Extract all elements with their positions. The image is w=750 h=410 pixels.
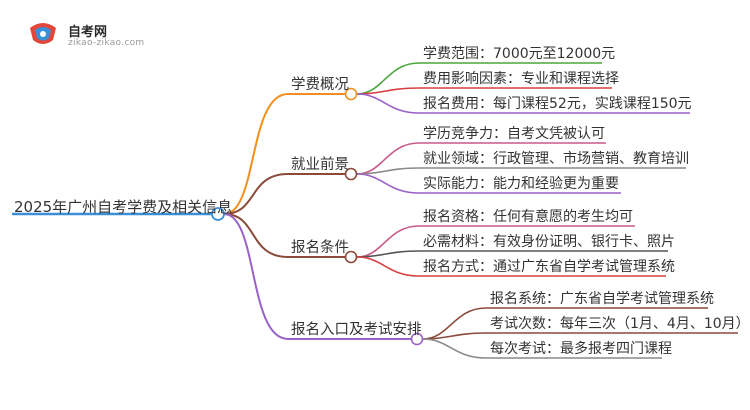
leaf-label[interactable]: 学费范围：7000元至12000元 [423, 46, 616, 62]
leaf-connector [422, 338, 487, 359]
branch-connector [223, 173, 289, 215]
leaf-connector [356, 173, 420, 194]
leaf-connector [356, 256, 420, 277]
leaf-connector [422, 332, 487, 340]
leaf-label[interactable]: 报名系统：广东省自学考试管理系统 [490, 291, 714, 307]
leaf-connector [356, 142, 420, 175]
leaf-label[interactable]: 学历竞争力：自考文凭被认可 [423, 126, 605, 142]
root-node-circle [211, 207, 225, 221]
leaf-label[interactable]: 必需材料：有效身份证明、银行卡、照片 [423, 234, 675, 250]
leaf-connector [356, 250, 420, 258]
leaf-connector [356, 87, 420, 95]
branch-node-circle [410, 332, 424, 346]
logo-url: zikao-zikao.com [68, 38, 145, 48]
leaf-label[interactable]: 报名费用：每门课程52元，实践课程150元 [423, 96, 692, 112]
branch-connector [223, 213, 289, 340]
leaf-connector [422, 307, 487, 340]
site-logo[interactable]: 自考网 zikao-zikao.com [26, 18, 166, 52]
branch-label[interactable]: 学费概况 [291, 77, 349, 93]
branch-label[interactable]: 报名条件 [291, 240, 349, 256]
leaf-connector [356, 62, 420, 95]
leaf-label[interactable]: 考试次数：每年三次（1月、4月、10月） [490, 316, 750, 332]
leaf-label[interactable]: 每次考试：最多报考四门课程 [490, 341, 672, 357]
logo-icon [30, 23, 56, 44]
leaf-label[interactable]: 就业领域：行政管理、市场营销、教育培训 [423, 151, 689, 167]
branch-label[interactable]: 报名入口及考试安排 [291, 322, 422, 338]
root-node-label[interactable]: 2025年广州自考学费及相关信息 [14, 198, 233, 216]
logo-title: 自考网 [68, 25, 108, 40]
leaf-label[interactable]: 费用影响因素：专业和课程选择 [423, 71, 619, 87]
branch-label[interactable]: 就业前景 [291, 157, 349, 173]
leaf-connector [356, 167, 420, 175]
branch-connector [223, 93, 289, 215]
branch-node-circle [344, 250, 358, 264]
branch-connector [223, 213, 289, 258]
branch-node-circle [344, 87, 358, 101]
leaf-connector [356, 225, 420, 258]
leaf-label[interactable]: 实际能力：能力和经验更为重要 [423, 176, 619, 192]
branch-node-circle [344, 167, 358, 181]
leaf-label[interactable]: 报名资格：任何有意愿的考生均可 [423, 209, 633, 225]
leaf-connector [356, 93, 420, 114]
leaf-label[interactable]: 报名方式：通过广东省自学考试管理系统 [423, 259, 675, 275]
